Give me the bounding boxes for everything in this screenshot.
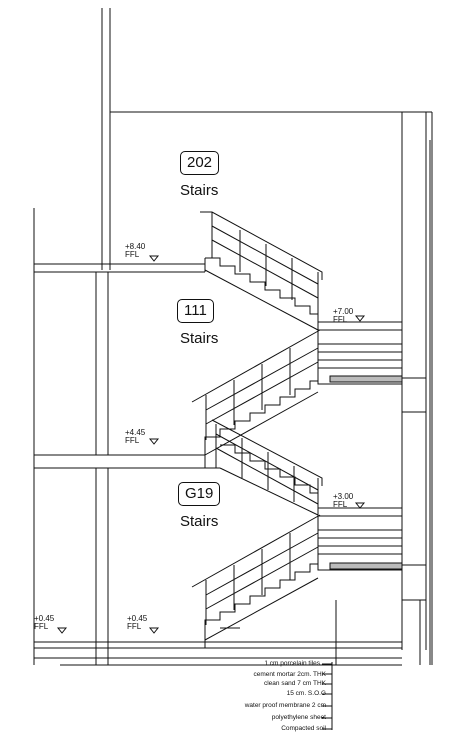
level-ffl: FFL: [333, 315, 348, 324]
slab-upper: [34, 258, 206, 273]
flight-upper-descending: [200, 211, 323, 331]
flight-lower-ascending: [191, 514, 321, 641]
layer-note: polyethylene sheet: [271, 714, 326, 721]
level-value: +7.00: [333, 307, 354, 316]
layer-leaders: [322, 662, 333, 730]
layer-note: 15 cm. S.O.G: [286, 690, 326, 697]
level-value: +0.45: [127, 614, 148, 623]
flight-middle-ascending: [191, 329, 321, 456]
level-ffl: FFL: [127, 622, 142, 631]
layer-note: clean sand 7 cm THK: [263, 680, 326, 687]
room-tag-g19: G19: [178, 482, 221, 506]
dimension-lines: [335, 140, 431, 665]
layer-note: water proof membrane 2 cm: [244, 702, 326, 709]
room-number: 111: [177, 299, 214, 323]
level-label: +0.45 FFL: [34, 615, 54, 631]
level-label: +7.00 FFL: [333, 308, 353, 324]
level-markers: [56, 255, 366, 634]
level-label: +3.00 FFL: [333, 493, 353, 509]
landing-lower: [317, 507, 403, 571]
layer-note: 1 cm porcelain tiles: [264, 660, 320, 667]
level-label: +0.45 FFL: [127, 615, 147, 631]
room-tag-202: 202: [180, 151, 220, 175]
room-name: Stairs: [180, 513, 219, 530]
room-name: Stairs: [180, 330, 219, 347]
right-wall: [110, 111, 433, 665]
level-ffl: FFL: [125, 436, 140, 445]
level-ffl: FFL: [333, 500, 348, 509]
level-value: +0.45: [34, 614, 55, 623]
slab-ground: [34, 627, 402, 666]
level-label: +4.45 FFL: [125, 429, 145, 445]
level-ffl: FFL: [125, 250, 140, 259]
level-value: +4.45: [125, 428, 146, 437]
room-number: 202: [180, 151, 220, 175]
landing-upper: [317, 321, 403, 385]
slab-middle: [34, 445, 220, 469]
level-label: +8.40 FFL: [125, 243, 145, 259]
room-name: Stairs: [180, 182, 219, 199]
layer-note: Compacted soil: [281, 725, 326, 732]
left-wall: [33, 8, 111, 665]
level-ffl: FFL: [34, 622, 49, 631]
layer-note: cement mortar 2cm. THK: [253, 671, 326, 678]
room-tag-111: 111: [177, 299, 214, 323]
room-number: G19: [178, 482, 221, 506]
level-value: +3.00: [333, 492, 354, 501]
level-value: +8.40: [125, 242, 146, 251]
flight-middle-descending: [211, 419, 323, 516]
